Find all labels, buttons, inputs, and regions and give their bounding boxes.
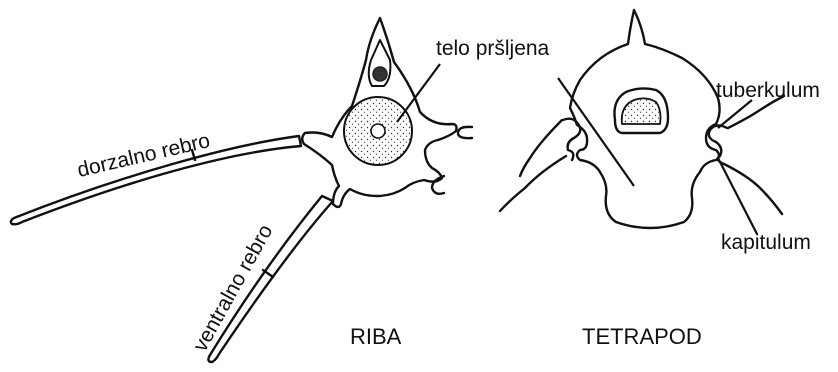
left-rib-lower — [500, 156, 566, 211]
kapitulum-leader-line — [718, 158, 757, 234]
spinal-cord — [373, 67, 387, 81]
label-telo-prsljena: telo pršljena — [436, 38, 549, 59]
label-riba: RIBA — [350, 326, 401, 348]
fish-vertebra — [11, 18, 472, 362]
notochord-remnant — [371, 124, 385, 138]
label-tetrapod: TETRAPOD — [582, 326, 702, 348]
label-tuberkulum: tuberkulum — [716, 80, 820, 101]
label-kapitulum: kapitulum — [721, 232, 811, 253]
left-rib-upper — [520, 120, 562, 176]
rib-stub-upper — [458, 127, 472, 138]
